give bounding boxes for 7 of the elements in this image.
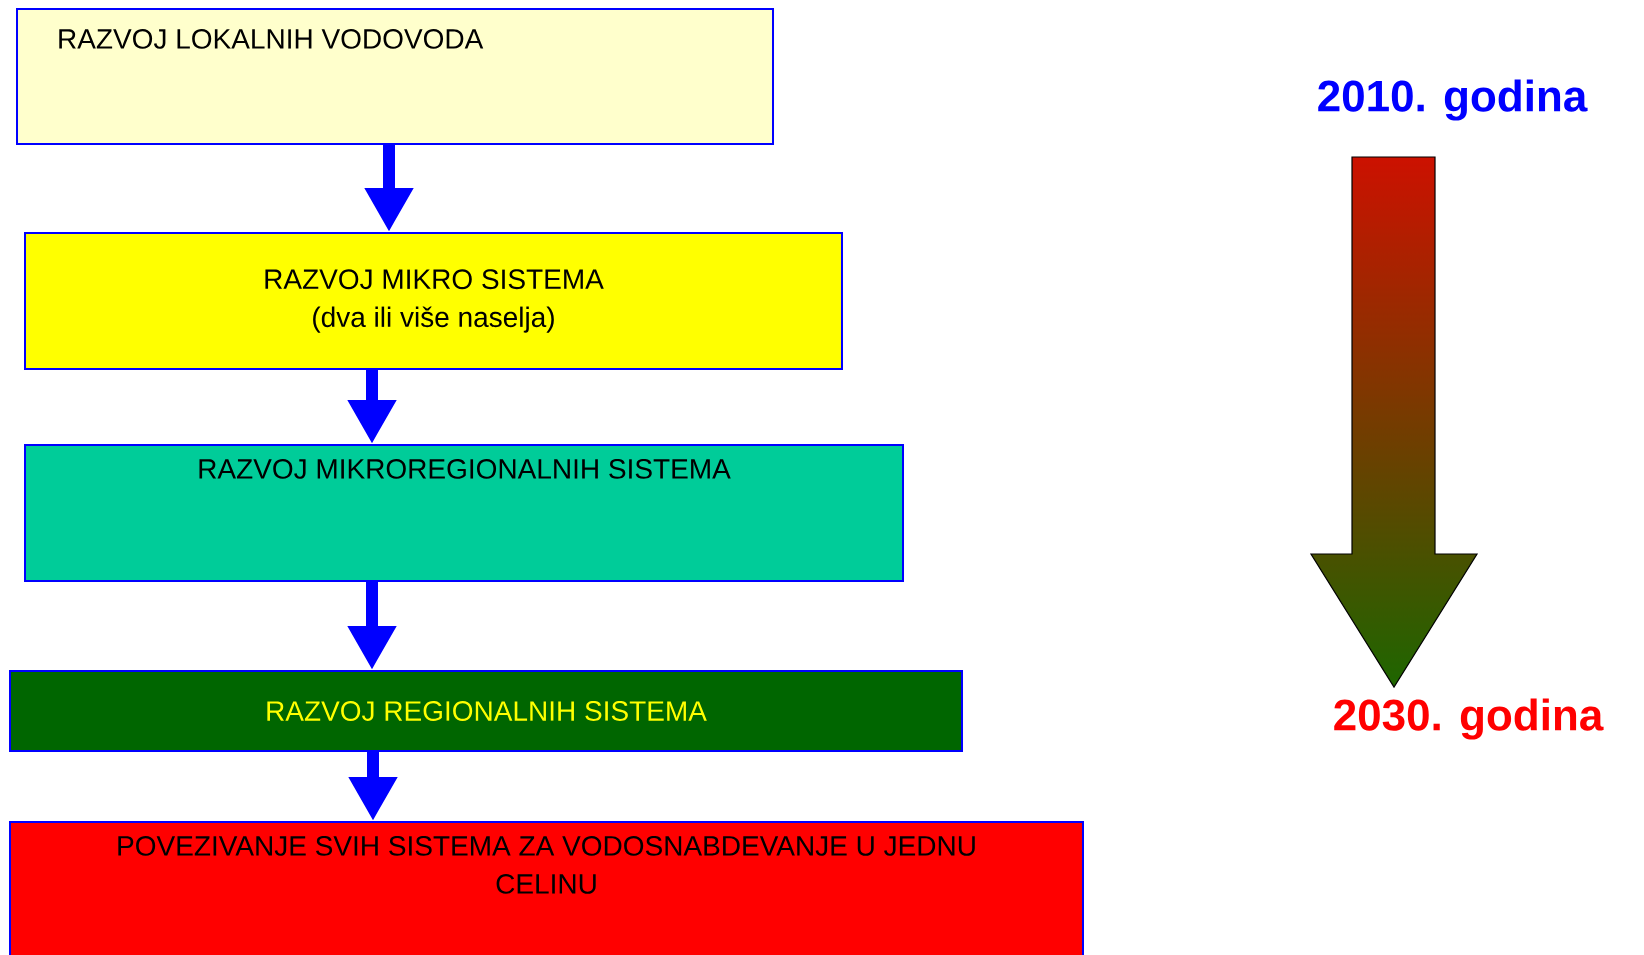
year-label: 2030. godina (1334, 698, 1604, 740)
process-box: RAZVOJ MIKROREGIONALNIH SISTEMA (24, 444, 904, 582)
process-box: POVEZIVANJE SVIH SISTEMA ZA VODOSNABDEVANJE U JEDNU CELINU (9, 821, 1084, 955)
year-label: 2010. godina (1318, 79, 1588, 121)
process-box: RAZVOJ MIKRO SISTEMA (dva ili više naselja) (24, 232, 843, 370)
process-box: RAZVOJ REGIONALNIH SISTEMA (9, 670, 963, 752)
process-box: RAZVOJ LOKALNIH VODOVODA (16, 8, 774, 145)
